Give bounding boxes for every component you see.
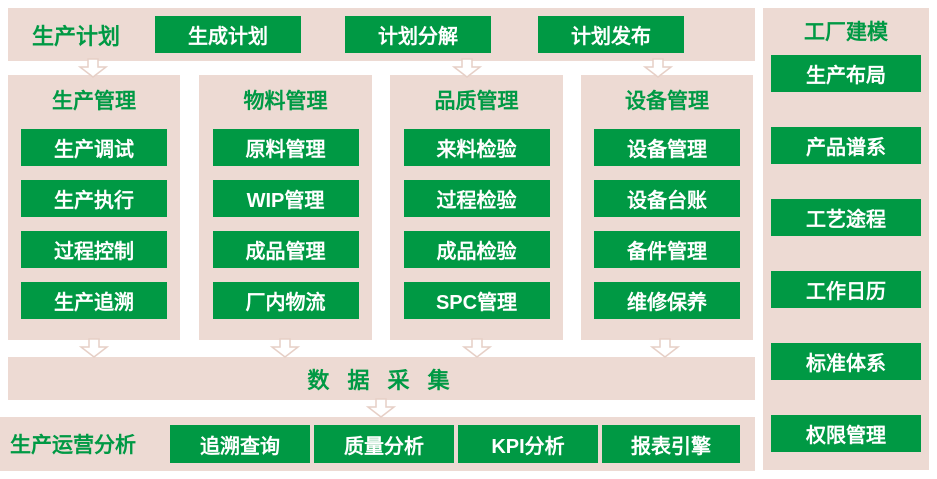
factory-modeling-items: 生产布局 产品谱系 工艺途程 工作日历 标准体系 权限管理 [771, 55, 921, 452]
factory-modeling-panel: 工厂建模 生产布局 产品谱系 工艺途程 工作日历 标准体系 权限管理 [763, 8, 929, 470]
production-execution-button[interactable]: 生产执行 [21, 180, 167, 217]
plan-breakdown-button[interactable]: 计划分解 [345, 16, 491, 53]
process-route-button[interactable]: 工艺途程 [771, 199, 921, 236]
process-control-button[interactable]: 过程控制 [21, 231, 167, 268]
production-trace-button[interactable]: 生产追溯 [21, 282, 167, 319]
product-pedigree-button[interactable]: 产品谱系 [771, 127, 921, 164]
production-layout-button[interactable]: 生产布局 [771, 55, 921, 92]
quality-mgmt-column: 品质管理 来料检验 过程检验 成品检验 SPC管理 [390, 75, 563, 340]
equipment-mgmt-button[interactable]: 设备管理 [594, 129, 740, 166]
equipment-mgmt-column: 设备管理 设备管理 设备台账 备件管理 维修保养 [581, 75, 753, 340]
plan-publish-button[interactable]: 计划发布 [538, 16, 684, 53]
raw-material-button[interactable]: 原料管理 [212, 129, 359, 166]
standard-system-button[interactable]: 标准体系 [771, 343, 921, 380]
maintenance-button[interactable]: 维修保养 [594, 282, 740, 319]
down-arrow-icon [642, 58, 674, 78]
equipment-ledger-button[interactable]: 设备台账 [594, 180, 740, 217]
quality-analysis-button[interactable]: 质量分析 [314, 425, 454, 463]
data-collection-label: 数 据 采 集 [307, 367, 456, 393]
production-plan-panel: 生产计划 生成计划 计划分解 计划发布 [8, 8, 755, 61]
permission-mgmt-button[interactable]: 权限管理 [771, 415, 921, 452]
down-arrow-icon [365, 398, 397, 418]
factory-modeling-header: 工厂建模 [804, 21, 888, 44]
report-engine-button[interactable]: 报表引擎 [602, 425, 740, 463]
equipment-mgmt-header: 设备管理 [625, 90, 709, 113]
ops-analysis-panel: 生产运营分析 追溯查询 质量分析 KPI分析 报表引擎 [0, 417, 755, 471]
incoming-inspection-button[interactable]: 来料检验 [403, 129, 550, 166]
plant-logistics-button[interactable]: 厂内物流 [212, 282, 359, 319]
quality-mgmt-header: 品质管理 [434, 90, 519, 113]
material-mgmt-column: 物料管理 原料管理 WIP管理 成品管理 厂内物流 [199, 75, 372, 340]
production-mgmt-column: 生产管理 生产调试 生产执行 过程控制 生产追溯 [8, 75, 180, 340]
down-arrow-icon [461, 338, 493, 358]
ops-analysis-title: 生产运营分析 [10, 434, 136, 457]
production-debug-button[interactable]: 生产调试 [21, 129, 167, 166]
production-mgmt-header: 生产管理 [52, 90, 136, 113]
data-collection-bar: 数 据 采 集 [8, 357, 755, 400]
trace-query-button[interactable]: 追溯查询 [170, 425, 310, 463]
down-arrow-icon [77, 58, 109, 78]
wip-mgmt-button[interactable]: WIP管理 [212, 180, 359, 217]
spare-parts-button[interactable]: 备件管理 [594, 231, 740, 268]
down-arrow-icon [649, 338, 681, 358]
down-arrow-icon [451, 58, 483, 78]
spc-mgmt-button[interactable]: SPC管理 [403, 282, 550, 319]
production-plan-title: 生产计划 [32, 23, 121, 49]
down-arrow-icon [78, 338, 110, 358]
material-mgmt-header: 物料管理 [243, 90, 328, 113]
finished-goods-button[interactable]: 成品管理 [212, 231, 359, 268]
generate-plan-button[interactable]: 生成计划 [155, 16, 301, 53]
kpi-analysis-button[interactable]: KPI分析 [458, 425, 598, 463]
work-calendar-button[interactable]: 工作日历 [771, 271, 921, 308]
down-arrow-icon [269, 338, 301, 358]
final-inspection-button[interactable]: 成品检验 [403, 231, 550, 268]
process-inspection-button[interactable]: 过程检验 [403, 180, 550, 217]
